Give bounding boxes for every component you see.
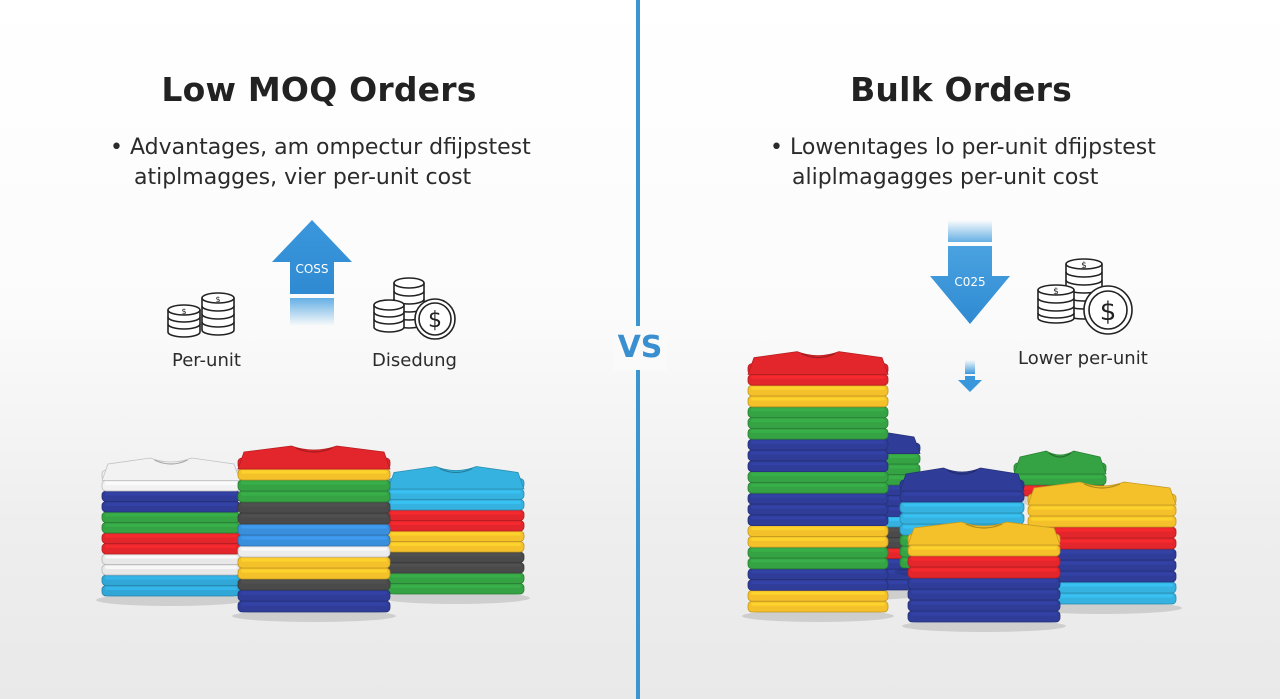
bullet-dot: • — [770, 135, 783, 160]
svg-text:$: $ — [1053, 287, 1059, 297]
bulk-bullet: • Lowenıtages lo per-unit dfijpstest ali… — [770, 133, 1156, 193]
svg-text:$: $ — [428, 308, 442, 333]
shirt-stack-front — [902, 521, 1066, 632]
low-moq-panel: Low MOQ Orders • Advantages, am ompectur… — [0, 0, 638, 699]
top-shirt — [101, 457, 241, 481]
arrow-up-icon: COSS — [272, 220, 352, 326]
vs-label: VS — [613, 326, 667, 370]
svg-text:$: $ — [1100, 297, 1117, 327]
top-shirt — [387, 466, 525, 490]
low-moq-title: Low MOQ Orders — [161, 70, 477, 109]
arrow-up-label: COSS — [295, 262, 328, 276]
bullet-dot: • — [110, 135, 123, 160]
svg-text:$: $ — [1081, 261, 1087, 271]
bulk-title: Bulk Orders — [850, 70, 1072, 109]
lower-per-unit-label: Lower per-unit — [1018, 348, 1148, 369]
arrow-down-icon: C025 — [930, 220, 1010, 324]
left-shirt-stacks — [96, 445, 530, 622]
bulk-bullet-line1: Lowenıtages lo per-unit dfijpstest — [790, 135, 1156, 160]
shirt-stack-right — [1022, 481, 1182, 614]
top-shirt — [1027, 481, 1177, 506]
bulk-orders-panel: Bulk Orders • Lowenıtages lo per-unit df… — [642, 0, 1280, 699]
disedung-label: Disedung — [372, 350, 457, 371]
svg-text:$: $ — [181, 307, 186, 316]
top-shirt — [899, 467, 1025, 492]
coin-stacks-dollar-icon: $ — [373, 277, 456, 340]
low-moq-bullet-line1: Advantages, am ompectur dfijpstest — [130, 135, 531, 160]
shirt-stack-1 — [96, 457, 246, 606]
low-moq-bullet: • Advantages, am ompectur dfijpstest ati… — [110, 133, 531, 193]
shirt-stack-tall-front — [742, 351, 894, 622]
svg-text:$: $ — [215, 295, 220, 304]
coin-stacks-dollar-icon: $ $ $ — [1037, 258, 1133, 335]
shirt-stack-2 — [232, 445, 396, 622]
arrow-down-label: C025 — [954, 275, 985, 289]
shirt-stack-3 — [382, 466, 530, 604]
top-shirt — [747, 351, 889, 375]
right-shirt-stacks — [742, 351, 1182, 632]
top-shirt — [1013, 450, 1107, 475]
coin-stacks-icon: $ $ — [167, 292, 235, 338]
low-moq-bullet-line2: atiplmagges, vier per-unit cost — [134, 165, 472, 190]
bulk-bullet-line2: aliplmagagges per-unit cost — [792, 165, 1099, 190]
top-shirt — [907, 521, 1061, 546]
top-shirt — [237, 445, 391, 470]
per-unit-label: Per-unit — [172, 350, 241, 371]
small-arrow-down-icon — [958, 360, 982, 392]
